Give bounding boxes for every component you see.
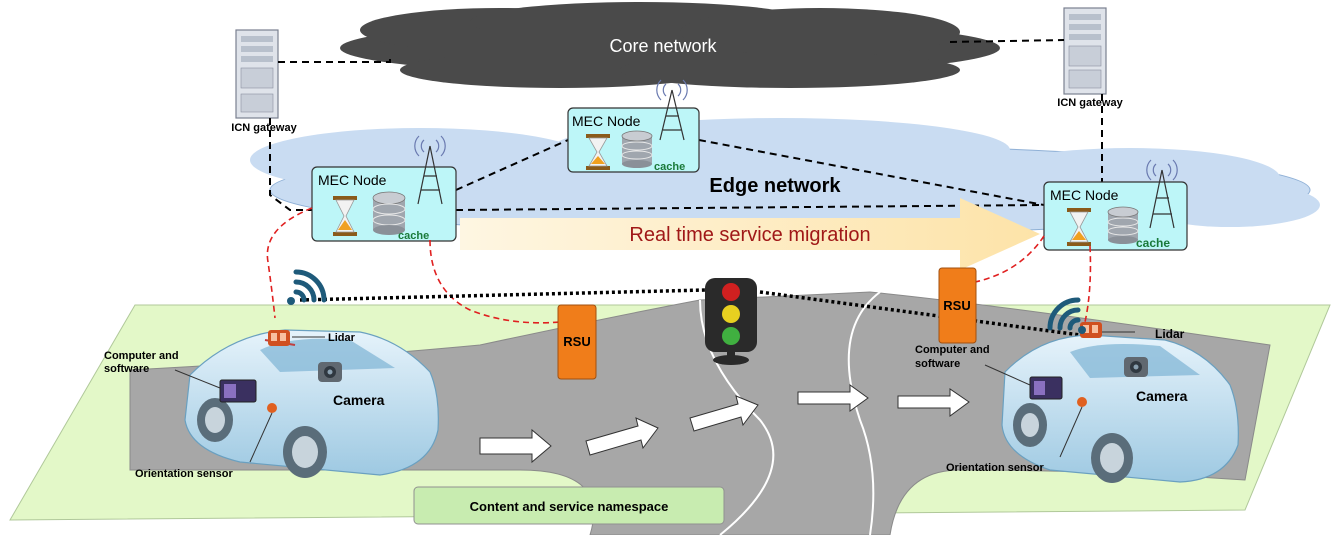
road-divider xyxy=(847,291,881,535)
camera-label-right: Camera xyxy=(1136,388,1188,404)
lidar-icon xyxy=(1080,322,1102,338)
network-links xyxy=(269,39,1103,211)
wifi-icon xyxy=(1047,297,1081,331)
orientation-sensor-icon xyxy=(267,403,277,413)
orientation-sensor-icon xyxy=(1077,397,1087,407)
migration-arrow xyxy=(460,198,1040,270)
icn-gateway-label-right: ICN gateway xyxy=(1057,97,1123,109)
camera-icon xyxy=(318,362,342,382)
lidar-label-left: Lidar xyxy=(328,332,356,344)
cache-label-left: cache xyxy=(398,230,429,242)
rsu-label-right: RSU xyxy=(943,298,970,313)
camera-label-left: Camera xyxy=(333,392,385,408)
computer-icon xyxy=(219,379,257,403)
hourglass-icon xyxy=(586,134,610,170)
wifi-dot xyxy=(1078,326,1086,334)
mec-node-title-left: MEC Node xyxy=(318,172,387,188)
computer-label-right-2: software xyxy=(915,358,960,370)
database-icon xyxy=(621,130,653,168)
callout-line xyxy=(249,412,273,463)
callout-line xyxy=(984,364,1031,386)
lidar-icon xyxy=(268,330,290,346)
cache-label-center: cache xyxy=(654,161,685,173)
computer-icon xyxy=(1029,376,1063,400)
rsu-label-left: RSU xyxy=(563,334,590,349)
orientation-label-right: Orientation sensor xyxy=(946,462,1045,474)
callout-line xyxy=(174,369,221,389)
v2x-link xyxy=(299,288,1081,337)
database-icon xyxy=(1107,206,1139,244)
server-icon xyxy=(1063,7,1107,95)
core-network-cloud xyxy=(340,2,1000,88)
hourglass-icon xyxy=(333,196,357,236)
wifi-dot xyxy=(287,297,295,305)
hourglass-icon xyxy=(1067,208,1091,246)
rsu-right xyxy=(938,267,977,344)
lidar-label-right: Lidar xyxy=(1155,327,1185,341)
rsu-left xyxy=(557,304,597,380)
car-left xyxy=(184,329,439,478)
computer-label-right-1: Computer and xyxy=(915,344,990,356)
database-icon xyxy=(372,191,406,235)
callout-line xyxy=(1059,406,1083,458)
edge-network-label: Edge network xyxy=(709,175,841,197)
antenna-tower-icon xyxy=(656,79,688,141)
namespace-box xyxy=(413,486,725,525)
migration-label: Real time service migration xyxy=(629,224,870,246)
server-icon xyxy=(235,29,279,119)
mec-node-title-right: MEC Node xyxy=(1050,187,1119,203)
cache-label-right: cache xyxy=(1136,236,1170,250)
camera-icon xyxy=(1124,357,1148,377)
wifi-icon xyxy=(293,269,327,303)
car-right xyxy=(1001,334,1239,483)
traffic-light-icon xyxy=(705,278,757,365)
movement-arrows xyxy=(479,384,970,464)
antenna-tower-icon xyxy=(1146,159,1178,229)
namespace-label: Content and service namespace xyxy=(470,499,669,514)
wireless-links xyxy=(266,207,1092,324)
antenna-tower-icon xyxy=(414,135,446,205)
mec-node-title-center: MEC Node xyxy=(572,113,641,129)
computer-label-left-1: Computer and xyxy=(104,350,179,362)
core-network-label: Core network xyxy=(609,36,717,56)
orientation-label-left: Orientation sensor xyxy=(135,468,234,480)
icn-gateway-label-left: ICN gateway xyxy=(231,122,297,134)
computer-label-left-2: software xyxy=(104,363,149,375)
